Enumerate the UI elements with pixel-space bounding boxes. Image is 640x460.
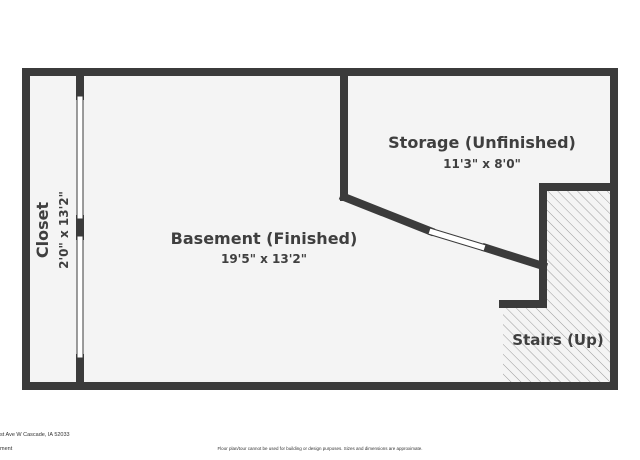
footer-misc: ment [0, 446, 13, 452]
storage-wall-diagonal-a [338, 191, 436, 237]
outer-wall [22, 68, 618, 390]
stairs-label: Stairs (Up) [512, 331, 603, 349]
basement-label: Basement (Finished) [171, 229, 358, 248]
storage-door-opening [427, 227, 487, 252]
storage-wall-diagonal-b [480, 242, 549, 272]
footer-disclaimer: Floor plan/tour cannot be used for build… [217, 446, 423, 451]
closet-label: Closet [33, 202, 52, 259]
closet-door-upper [76, 95, 84, 220]
closet-dims: 2'0" x 13'2" [57, 191, 71, 269]
basement-dims: 19'5" x 13'2" [221, 252, 307, 266]
footer-address: st Ave W Cascade, IA 52033 [0, 432, 70, 438]
stairs-hatch [503, 187, 612, 386]
closet-door-lower [76, 235, 84, 359]
storage-label: Storage (Unfinished) [388, 133, 576, 152]
storage-dims: 11'3" x 8'0" [443, 157, 521, 171]
